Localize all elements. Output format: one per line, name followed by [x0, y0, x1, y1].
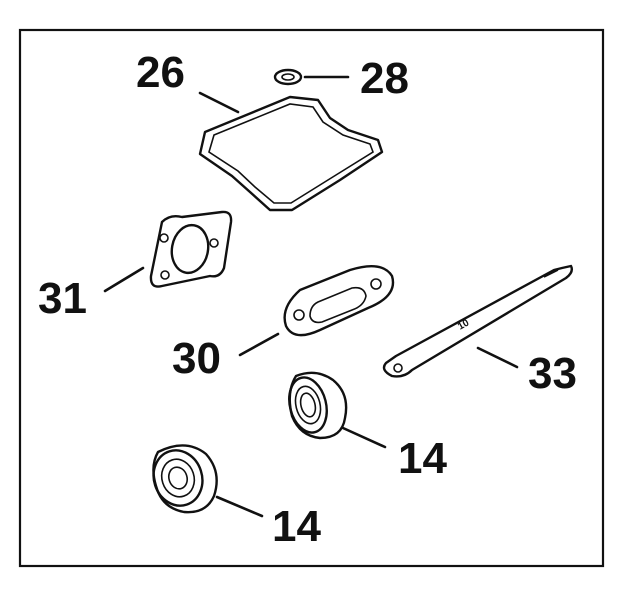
oil-seal-part-14-upper	[288, 371, 348, 440]
washer-part-28	[273, 68, 303, 86]
flange-gasket-part-31	[149, 210, 233, 288]
leader-26	[198, 91, 240, 114]
callout-26: 26	[136, 48, 185, 97]
tool-stamp-text: 10	[456, 317, 472, 332]
callout-14-upper: 14	[398, 434, 447, 483]
leader-14-upper	[341, 426, 387, 449]
callout-31: 31	[38, 274, 87, 323]
leader-14-lower	[215, 495, 264, 518]
callout-33: 33	[528, 349, 577, 398]
wrench-tool-part-33: 10	[382, 264, 574, 378]
leader-31	[103, 266, 145, 293]
diagram-frame	[18, 28, 605, 568]
exhaust-gasket-part-30	[283, 264, 395, 337]
callout-28: 28	[360, 54, 409, 103]
leader-33	[476, 346, 519, 369]
oil-seal-part-14-lower	[152, 444, 218, 514]
callout-14-lower: 14	[272, 502, 321, 551]
cover-gasket-part-26	[198, 95, 384, 212]
leader-30	[238, 332, 280, 357]
callout-30: 30	[172, 334, 221, 383]
